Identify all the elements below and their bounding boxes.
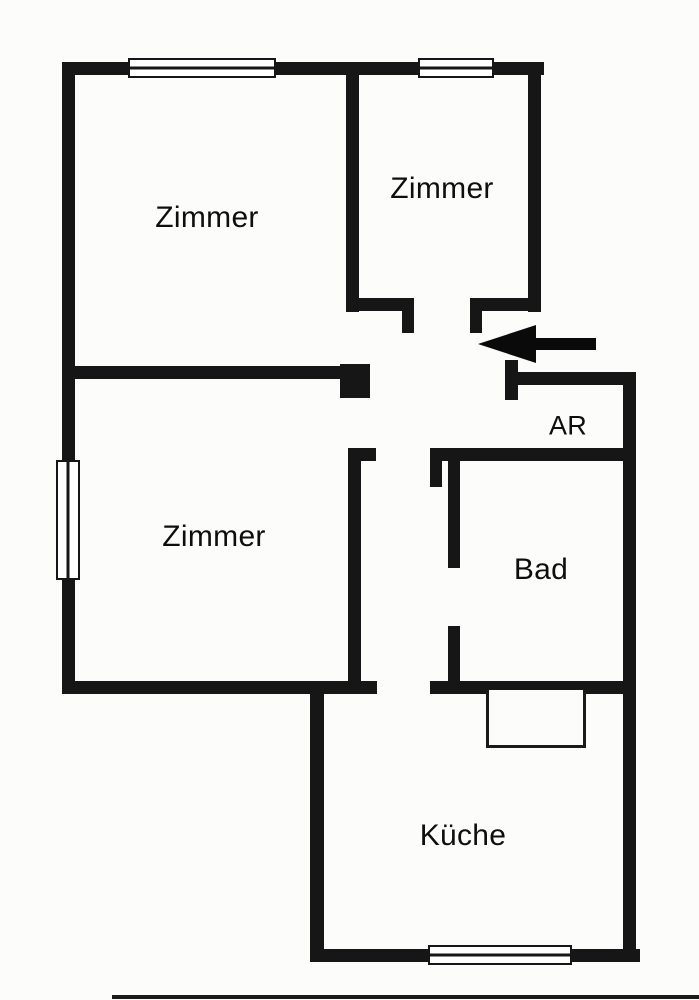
wall-zimmer2-bottom-right <box>470 298 541 311</box>
room-label-kitchen: Küche <box>419 819 507 852</box>
wall-kitchen-left <box>310 681 324 962</box>
door-jamb <box>402 311 414 333</box>
room-label-storage: AR <box>548 410 588 441</box>
room-label-bathroom: Bad <box>513 553 569 586</box>
room-label-zimmer-top-right: Zimmer <box>390 172 494 205</box>
window-top-left <box>128 58 276 78</box>
wall-right-outer <box>623 372 636 962</box>
wall-zimmer3-bottom <box>62 681 377 694</box>
wall-zimmer3-right <box>348 448 361 694</box>
door-jamb <box>430 461 442 487</box>
window-left <box>56 460 80 580</box>
wall-divider-upper-rooms <box>346 62 359 312</box>
entrance-arrow-icon <box>478 325 596 363</box>
wall-end-block <box>340 364 370 398</box>
wall-zimmer3-right-hook <box>348 448 376 461</box>
room-label-zimmer-top-left: Zimmer <box>155 201 259 234</box>
scan-edge-line <box>112 995 699 999</box>
wall-zimmer2-bottom-left <box>346 298 414 311</box>
room-label-zimmer-middle-left: Zimmer <box>162 520 266 553</box>
wall-bad-top <box>430 448 636 461</box>
kitchen-niche <box>486 690 586 748</box>
wall-bad-left-lower <box>448 626 460 694</box>
wall-zimmer1-zimmer3-divider <box>62 366 345 379</box>
wall-right-upper <box>528 62 541 312</box>
door-jamb <box>470 311 482 333</box>
wall-ar-top <box>505 372 636 385</box>
window-kitchen <box>428 945 572 965</box>
wall-bad-left-upper <box>448 461 460 568</box>
window-top-right <box>418 58 494 78</box>
